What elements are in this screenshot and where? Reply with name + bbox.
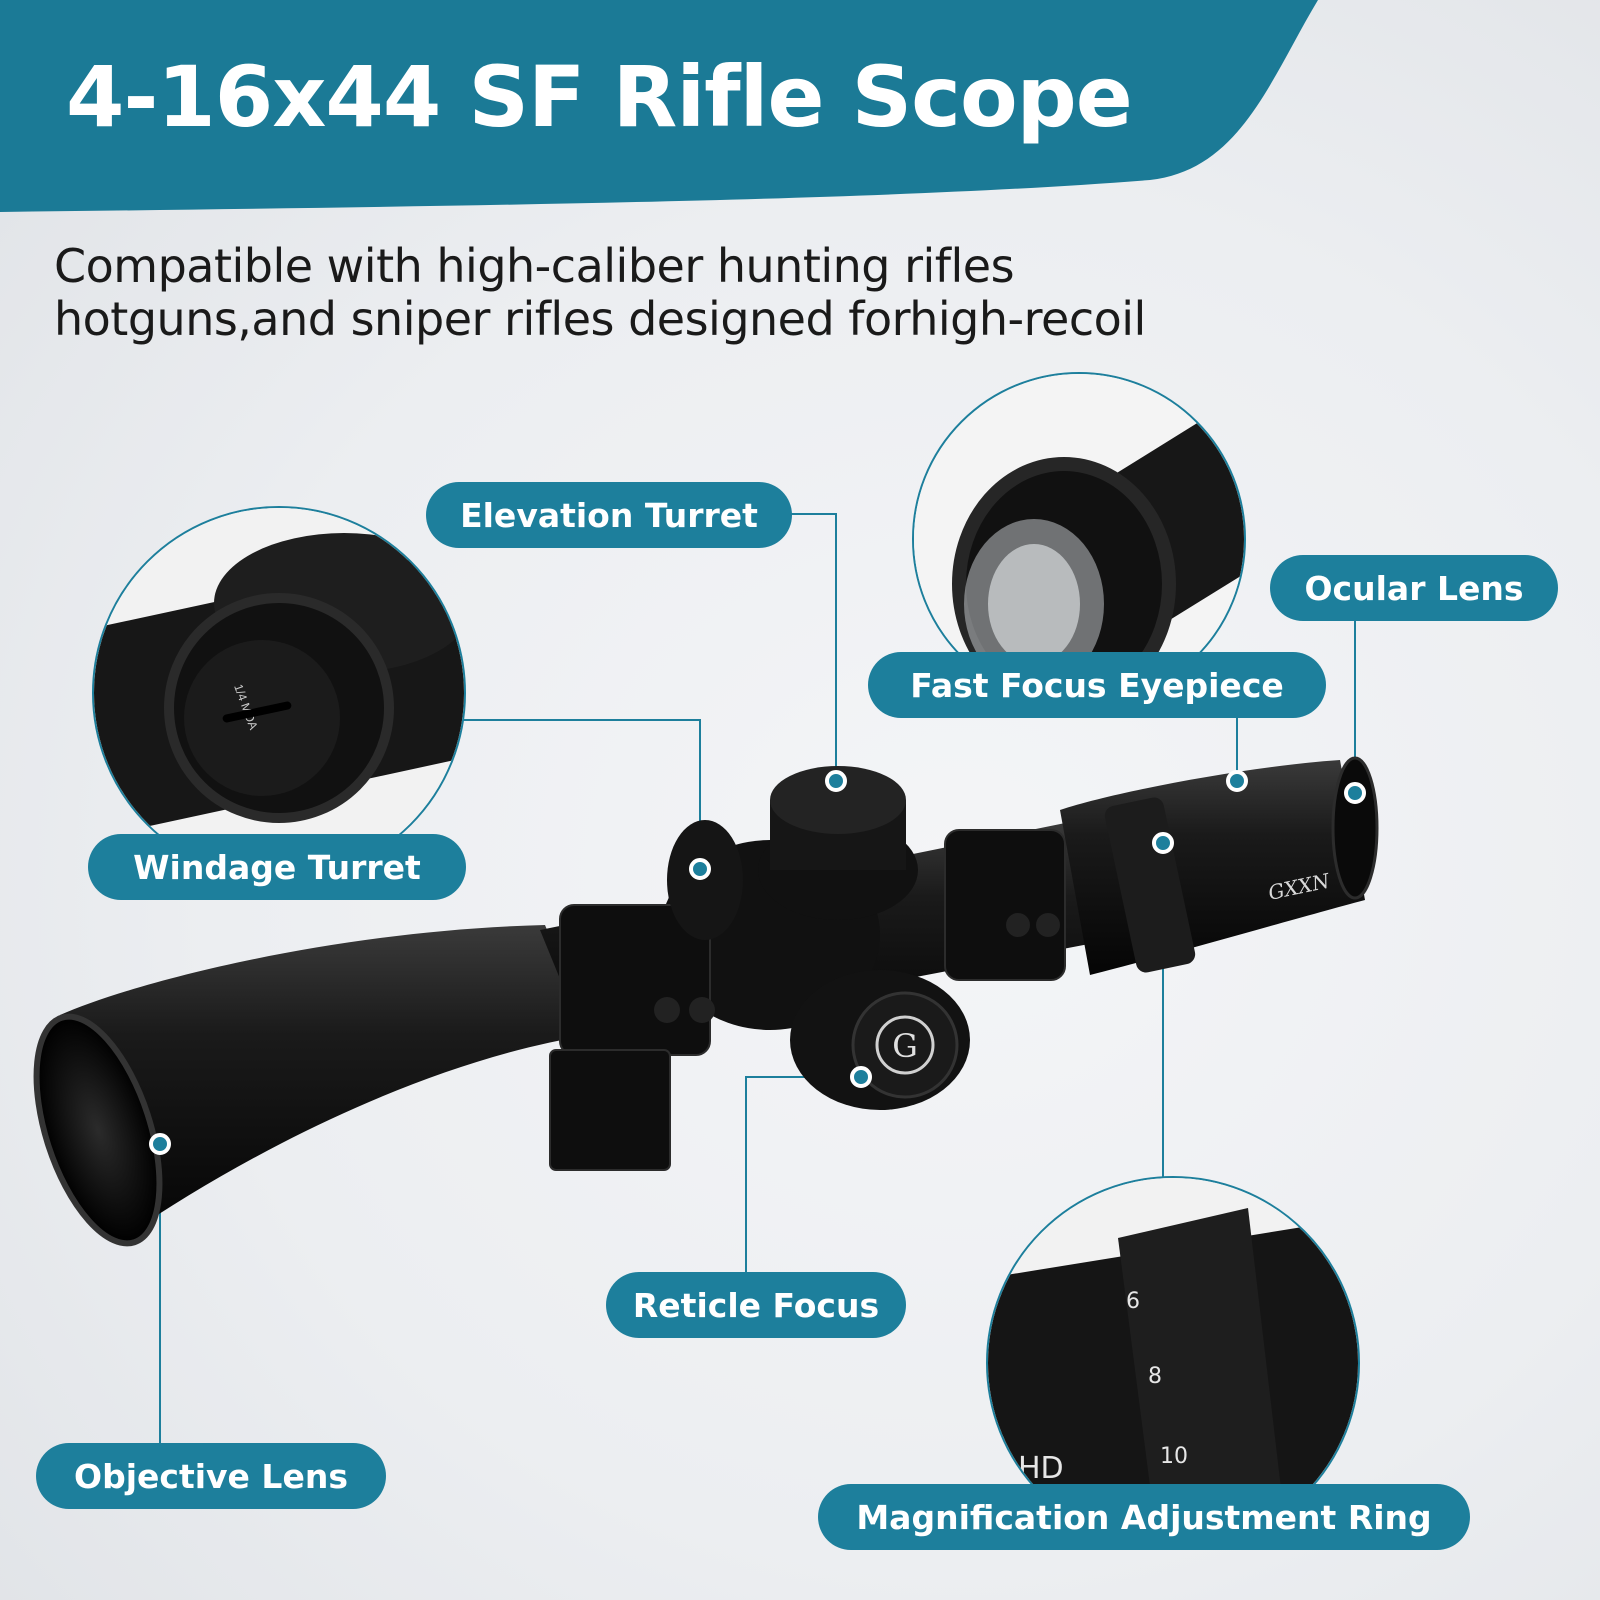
magnification-ring-dot[interactable] — [1152, 832, 1174, 854]
ocular-lens-inset — [912, 372, 1246, 706]
objective-lens-dot[interactable] — [149, 1133, 171, 1155]
header-banner — [0, 0, 1318, 212]
windage-turret-dot[interactable] — [689, 858, 711, 880]
label-fast-focus-eyepiece: Fast Focus Eyepiece — [868, 652, 1326, 718]
page-title: 4-16x44 SF Rifle Scope — [66, 48, 1133, 146]
side-logo: G — [892, 1027, 918, 1065]
connector-elevation — [790, 513, 837, 780]
reticle-focus-dot[interactable] — [850, 1066, 872, 1088]
mag-number-8: 8 — [1148, 1364, 1162, 1389]
elevation-turret-dot[interactable] — [825, 770, 847, 792]
label-elevation-turret: Elevation Turret — [426, 482, 792, 548]
ocular-lens-closeup — [914, 374, 1244, 704]
eyepiece-dot[interactable] — [1226, 770, 1248, 792]
subtitle-line-1: Compatible with high-caliber hunting rif… — [54, 239, 1015, 293]
label-ocular-lens: Ocular Lens — [1270, 555, 1558, 621]
subtitle-line-2: hotguns,and sniper rifles designed forhi… — [54, 292, 1146, 346]
connector-windage — [460, 719, 701, 868]
label-magnification-ring: Magnification Adjustment Ring — [818, 1484, 1470, 1550]
label-windage-turret: Windage Turret — [88, 834, 466, 900]
mag-number-6: 6 — [1126, 1289, 1140, 1314]
windage-turret-inset: 1/4 MOA — [92, 506, 466, 880]
windage-turret-closeup: 1/4 MOA — [94, 508, 464, 878]
subtitle: Compatible with high-caliber hunting rif… — [54, 240, 1146, 346]
mag-number-10: 10 — [1160, 1444, 1188, 1469]
objective-lens-rim — [33, 1013, 163, 1247]
label-reticle-focus: Reticle Focus — [606, 1272, 906, 1338]
label-objective-lens: Objective Lens — [36, 1443, 386, 1509]
ocular-lens-dot[interactable] — [1344, 782, 1366, 804]
